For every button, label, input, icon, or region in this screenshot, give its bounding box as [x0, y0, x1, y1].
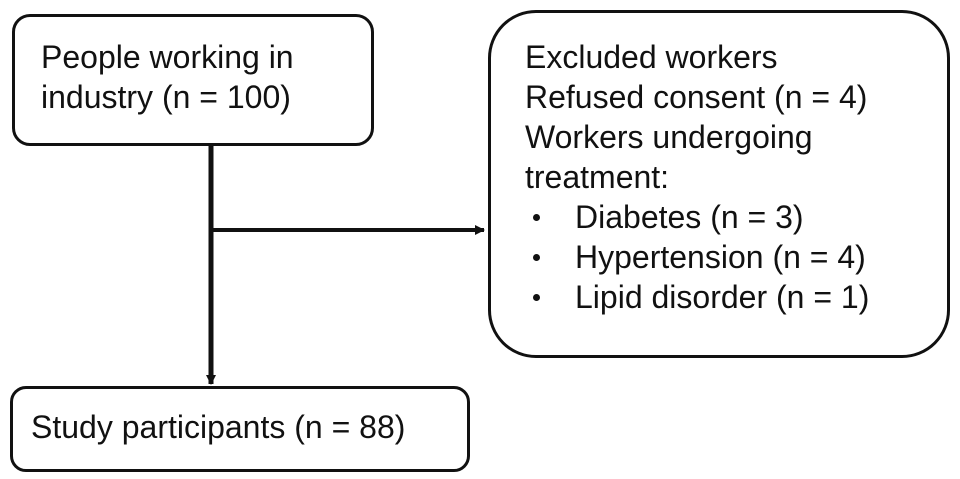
refused-consent-line: Refused consent (n = 4) [525, 79, 868, 115]
bullet-icon [533, 294, 540, 301]
treatment-list: Diabetes (n = 3) Hypertension (n = 4) Li… [525, 197, 947, 317]
treatment-item-label: Lipid disorder (n = 1) [575, 279, 870, 315]
treatment-item-diabetes: Diabetes (n = 3) [525, 197, 947, 237]
excluded-workers-box: Excluded workers Refused consent (n = 4)… [488, 10, 950, 358]
source-line-2: industry (n = 100) [41, 79, 291, 115]
source-population-box: People working in industry (n = 100) [12, 14, 374, 146]
treatment-item-label: Hypertension (n = 4) [575, 239, 866, 275]
source-line-1: People working in [41, 39, 294, 75]
study-participants-box: Study participants (n = 88) [10, 386, 470, 472]
treatment-label-line-1: Workers undergoing [525, 119, 813, 155]
treatment-item-hypertension: Hypertension (n = 4) [525, 237, 947, 277]
treatment-item-label: Diabetes (n = 3) [575, 199, 804, 235]
treatment-label-line-2: treatment: [525, 159, 670, 195]
excluded-heading: Excluded workers [525, 39, 778, 75]
bullet-icon [533, 254, 540, 261]
bullet-icon [533, 214, 540, 221]
participants-label: Study participants (n = 88) [31, 409, 406, 445]
treatment-item-lipid-disorder: Lipid disorder (n = 1) [525, 277, 947, 317]
